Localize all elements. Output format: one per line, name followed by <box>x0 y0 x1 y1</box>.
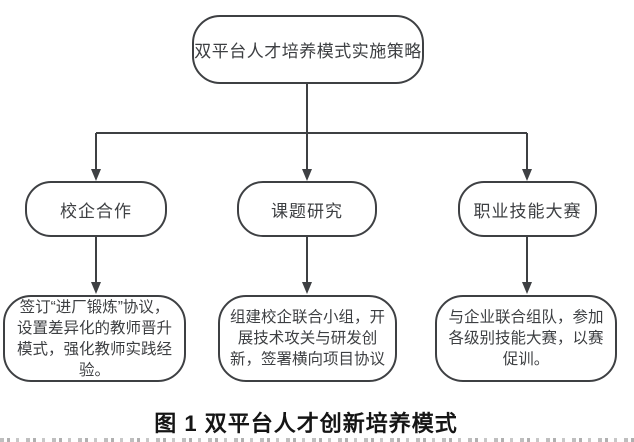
node-root-label: 双平台人才培养模式实施策略 <box>194 42 422 61</box>
node-branch-label: 校企合作 <box>60 201 132 221</box>
node-branch-skill-competition: 职业技能大赛 <box>458 181 597 237</box>
node-root-strategy: 双平台人才培养模式实施策略 <box>192 15 424 84</box>
node-branch-label: 职业技能大赛 <box>473 201 582 221</box>
node-detail-text: 组建校企联合小组，开展技术攻关与研发创新，签署横向项目协议 <box>229 309 385 368</box>
node-detail-research: 组建校企联合小组，开展技术攻关与研发创新，签署横向项目协议 <box>218 295 397 382</box>
node-branch-school-enterprise: 校企合作 <box>25 181 167 237</box>
node-detail-text: 签订“进厂锻炼”协议，设置差异化的教师晋升模式，强化教师实践经验。 <box>16 298 172 379</box>
cropped-text-row <box>0 438 634 442</box>
node-detail-school-enterprise: 签订“进厂锻炼”协议，设置差异化的教师晋升模式，强化教师实践经验。 <box>3 295 186 382</box>
node-detail-text: 与企业联合组队，参加各级别技能大赛，以赛促训。 <box>448 309 604 368</box>
node-detail-skill-competition: 与企业联合组队，参加各级别技能大赛，以赛促训。 <box>435 295 617 382</box>
node-branch-label: 课题研究 <box>271 201 343 221</box>
node-branch-research: 课题研究 <box>237 181 377 237</box>
figure-caption: 图 1 双平台人才创新培养模式 <box>154 411 458 436</box>
arrowhead-icons <box>91 169 532 294</box>
